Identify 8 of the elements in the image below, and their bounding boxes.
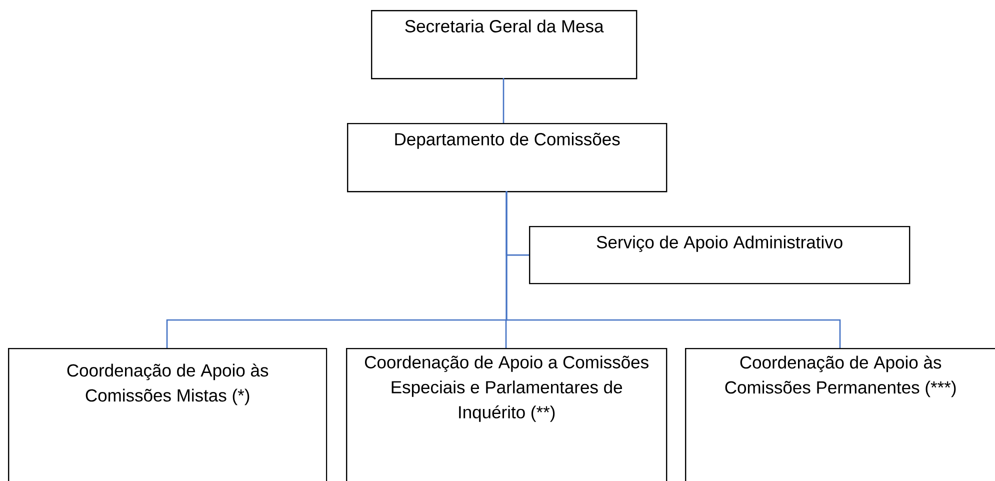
org-box: Coordenação de Apoio às Comissões Permanentes (***) bbox=[685, 348, 995, 481]
org-box: Coordenação de Apoio às Comissões Mistas (*) bbox=[8, 348, 328, 481]
connector-line bbox=[502, 78, 504, 123]
org-box: Departamento de Comissões bbox=[347, 122, 668, 192]
connector-line bbox=[506, 191, 841, 348]
org-box: Coordenação de Apoio a Comissões Especiais e Parlamentares de Inquérito (**) bbox=[346, 348, 668, 481]
org-box: Serviço de Apoio Administrativo bbox=[529, 226, 910, 284]
org-box: Secretaria Geral da Mesa bbox=[371, 10, 638, 80]
